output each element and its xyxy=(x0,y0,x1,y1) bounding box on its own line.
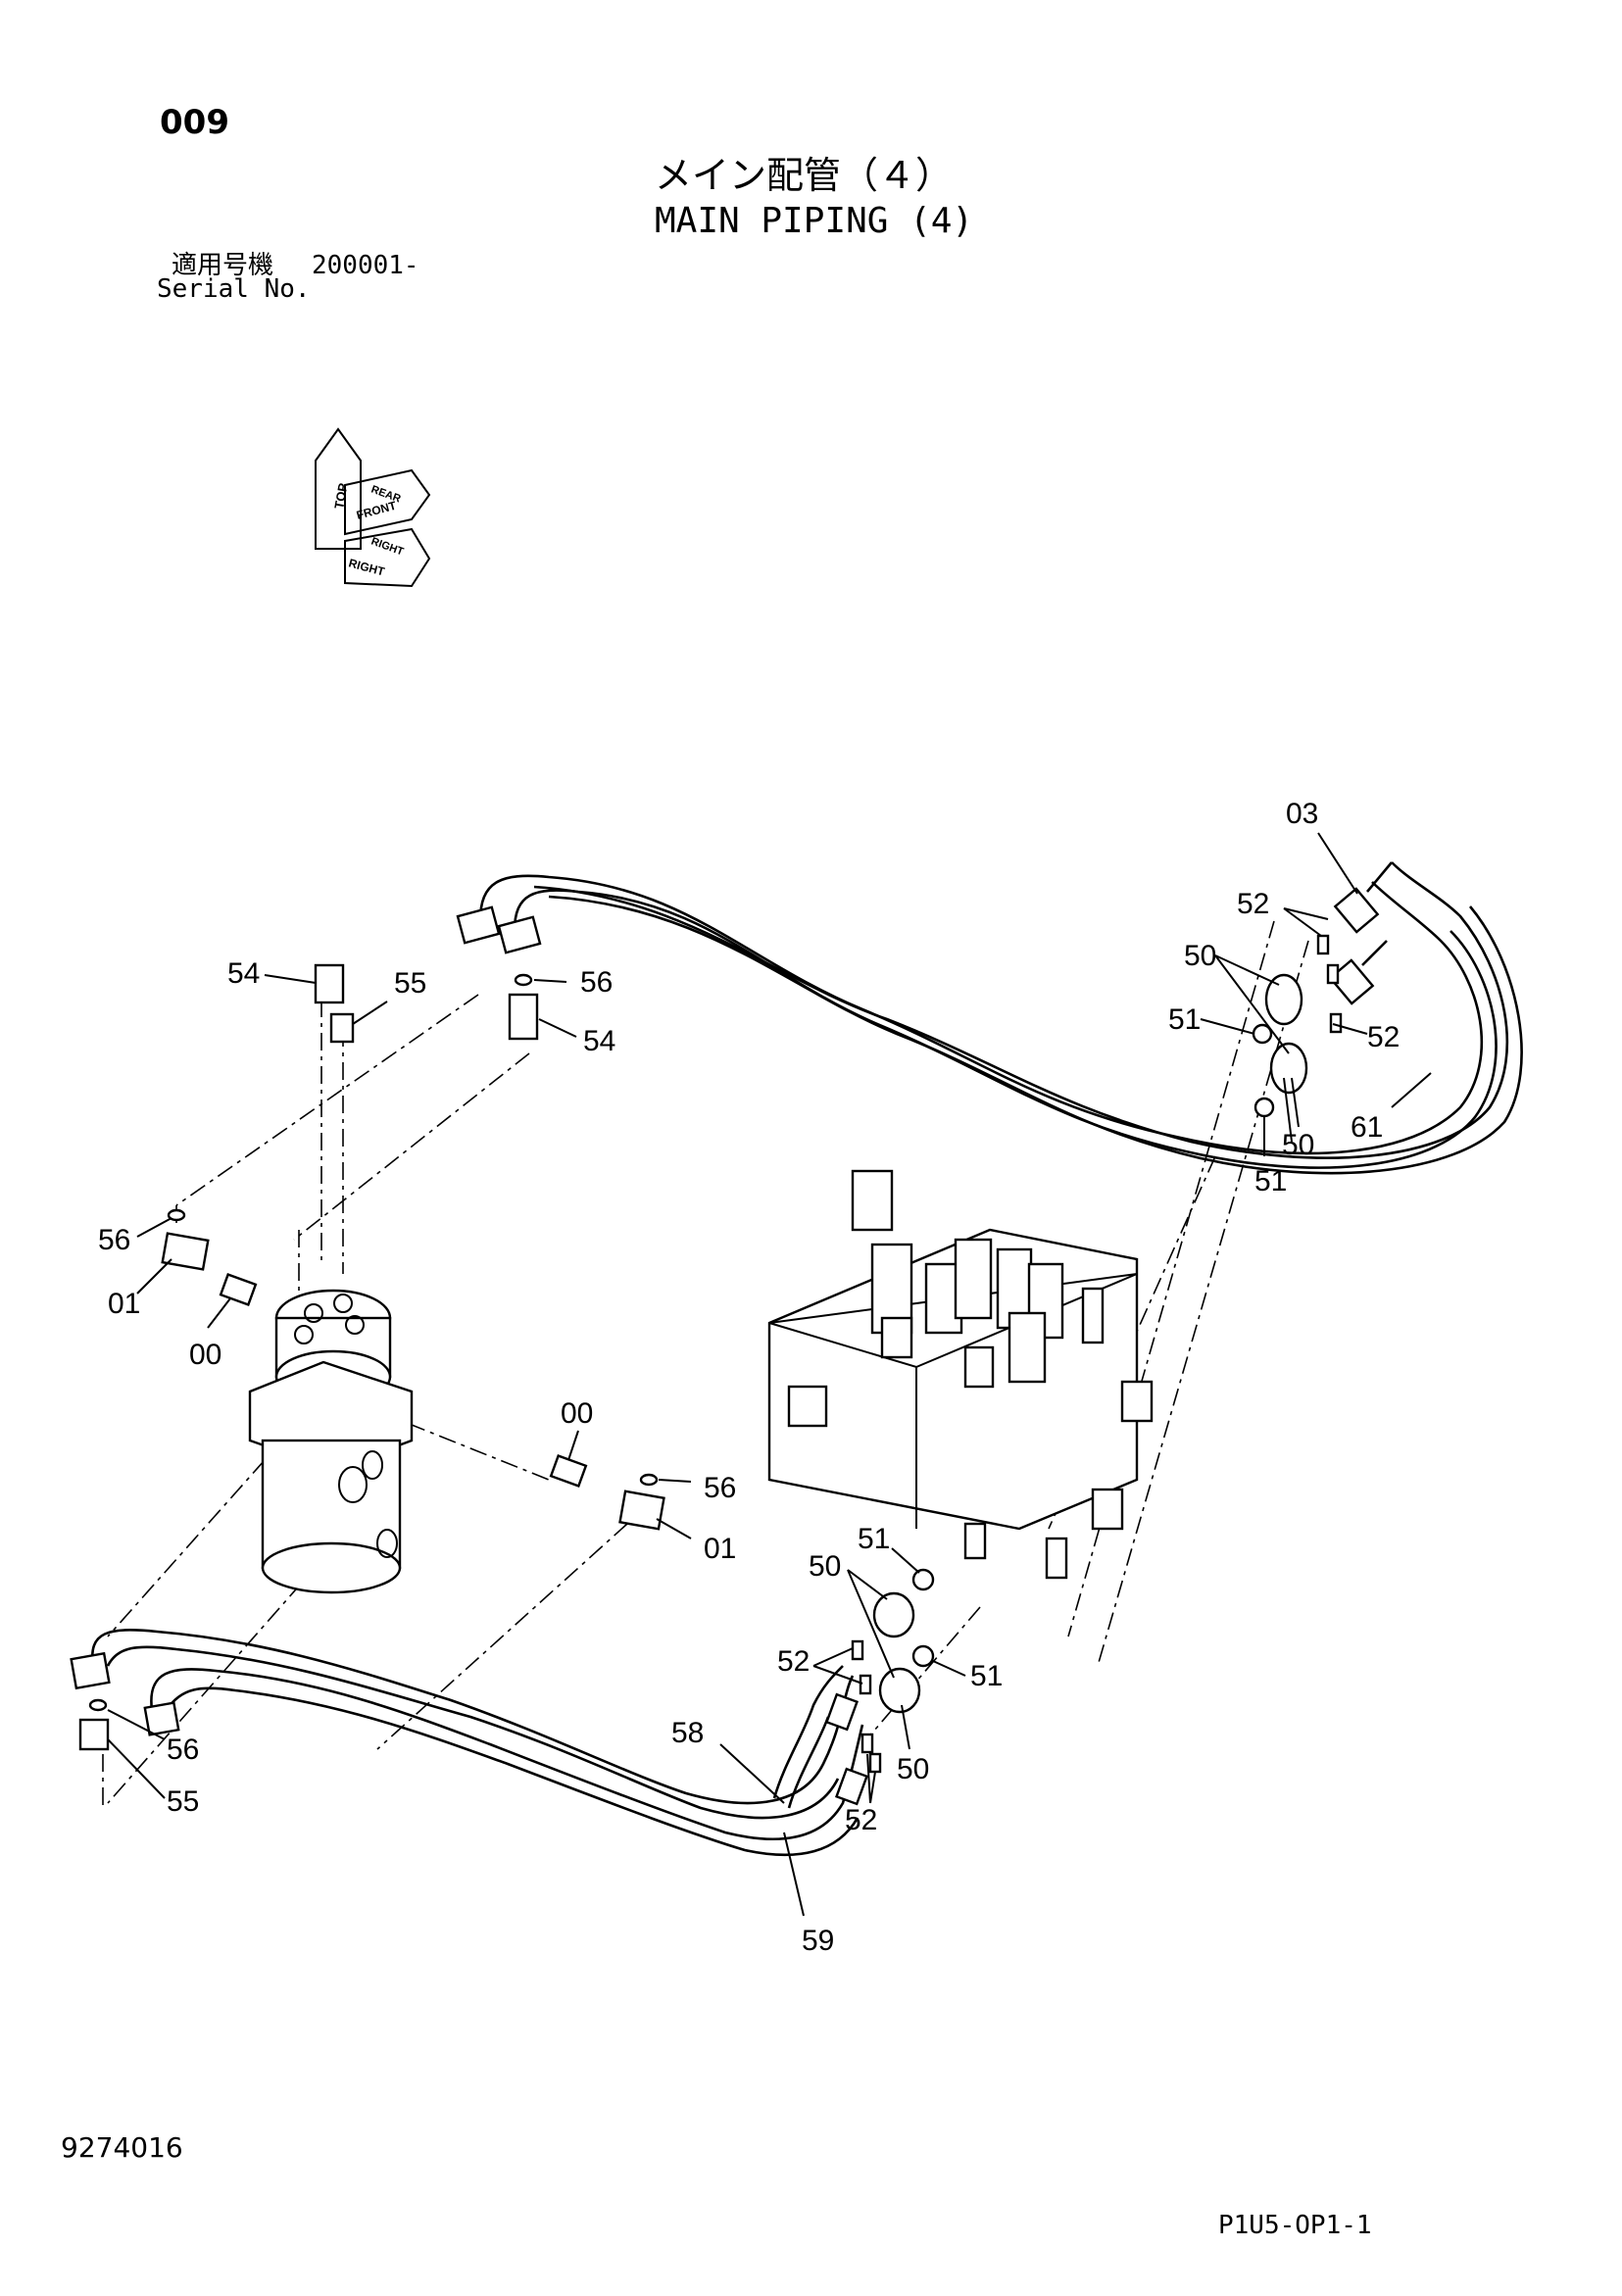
lower-flanges xyxy=(851,1568,935,1774)
orientation-top-label: TOP xyxy=(331,482,350,511)
o-ring-lower-2 xyxy=(911,1644,935,1668)
orientation-right-label-1: RIGHT xyxy=(369,536,406,559)
callout-01-right: 01 xyxy=(704,1533,736,1565)
serial-label-english: Serial No. xyxy=(157,274,311,304)
o-ring-upper-2 xyxy=(1253,1097,1275,1118)
callout-51-lower-2: 51 xyxy=(970,1660,1003,1692)
left-fittings xyxy=(78,963,665,1751)
callout-50-right: 50 xyxy=(1282,1129,1314,1161)
adapter-00-right xyxy=(549,1453,588,1489)
hose-end-fitting-5 xyxy=(70,1651,111,1690)
callout-55-lower: 55 xyxy=(167,1785,199,1818)
lower-hose-assembly xyxy=(70,1629,869,1857)
callout-56-upper: 56 xyxy=(580,966,613,999)
hose-end-fitting-1 xyxy=(456,905,501,945)
bolt-lower-1 xyxy=(851,1639,864,1661)
control-valve xyxy=(767,1169,1154,1580)
callout-52-lower-1: 52 xyxy=(777,1645,810,1678)
connector-54-upper xyxy=(314,963,345,1004)
o-ring-56-left xyxy=(167,1208,186,1222)
flange-upper-1 xyxy=(1264,973,1303,1026)
plug-55-lower xyxy=(78,1718,110,1751)
callout-55-upper: 55 xyxy=(394,967,426,1000)
callout-52-lower-2: 52 xyxy=(845,1804,877,1836)
o-ring-lower-1 xyxy=(911,1568,935,1591)
elbow-01-right xyxy=(618,1490,665,1531)
hose-end-fitting-7 xyxy=(824,1692,860,1732)
callout-00-right: 00 xyxy=(561,1397,593,1430)
bolt-upper-2 xyxy=(1326,963,1340,985)
callout-50-lower-2: 50 xyxy=(897,1753,929,1785)
callout-52-right: 52 xyxy=(1367,1021,1400,1053)
upper-flanges xyxy=(1252,934,1343,1118)
hose-end-fitting-6 xyxy=(143,1701,180,1736)
plug-55-upper xyxy=(329,1012,355,1044)
callout-50-lower-1: 50 xyxy=(809,1550,841,1583)
adapter-00-left xyxy=(219,1272,258,1307)
hose-end-fitting-2 xyxy=(497,915,542,954)
elbow-01-left xyxy=(161,1232,210,1271)
callouts: 03 52 50 51 52 50 51 61 54 55 56 54 56 0… xyxy=(98,798,1400,1957)
callout-58: 58 xyxy=(671,1717,704,1749)
title-japanese: メイン配管（４） xyxy=(655,154,954,197)
center-joint xyxy=(248,1289,414,1594)
hose-end-fitting-3 xyxy=(1333,887,1380,934)
orientation-right-label-2: RIGHT xyxy=(347,556,386,578)
bolt-upper-1 xyxy=(1316,934,1330,955)
callout-56-left: 56 xyxy=(98,1224,130,1256)
serial-value: 200001- xyxy=(312,251,419,280)
callout-54-upper: 54 xyxy=(227,957,260,990)
leader-lines xyxy=(107,832,1432,1917)
bolt-lower-3 xyxy=(860,1733,874,1754)
page-number: 009 xyxy=(160,103,229,142)
bolt-upper-3 xyxy=(1329,1012,1343,1034)
flange-lower-2 xyxy=(878,1667,921,1714)
callout-54-lower: 54 xyxy=(583,1025,615,1057)
drawing-number: 9274016 xyxy=(61,2131,183,2164)
orientation-indicator: TOP REAR FRONT RIGHT RIGHT xyxy=(315,427,431,588)
bolt-lower-4 xyxy=(868,1752,882,1774)
connector-54-lower xyxy=(508,993,539,1041)
hose-end-fitting-8 xyxy=(834,1767,869,1806)
callout-51-upper: 51 xyxy=(1168,1003,1201,1036)
serial-label-japanese: 適用号機 xyxy=(172,251,274,280)
flange-lower-1 xyxy=(872,1591,915,1638)
callout-51-right: 51 xyxy=(1254,1165,1287,1197)
o-ring-56-lower xyxy=(88,1698,108,1712)
callout-51-lower-1: 51 xyxy=(858,1523,890,1555)
callout-52-upper: 52 xyxy=(1237,888,1269,920)
title-english: MAIN PIPING (4) xyxy=(655,201,974,241)
callout-50-upper: 50 xyxy=(1184,940,1216,972)
callout-56-lower: 56 xyxy=(167,1734,199,1766)
callout-61: 61 xyxy=(1351,1111,1383,1144)
callout-59: 59 xyxy=(802,1925,834,1957)
callout-03: 03 xyxy=(1286,798,1318,830)
callout-00-left: 00 xyxy=(189,1339,221,1371)
callout-01-left: 01 xyxy=(108,1288,140,1320)
upper-hose-assembly xyxy=(456,861,1523,1175)
callout-56-right: 56 xyxy=(704,1472,736,1504)
page-code: P1U5-OP1-1 xyxy=(1218,2211,1372,2240)
o-ring-56-upper xyxy=(514,973,533,987)
flange-upper-2 xyxy=(1269,1042,1308,1095)
bolt-lower-2 xyxy=(859,1674,872,1695)
o-ring-56-right xyxy=(639,1473,659,1487)
hose-end-fitting-4 xyxy=(1328,958,1375,1005)
